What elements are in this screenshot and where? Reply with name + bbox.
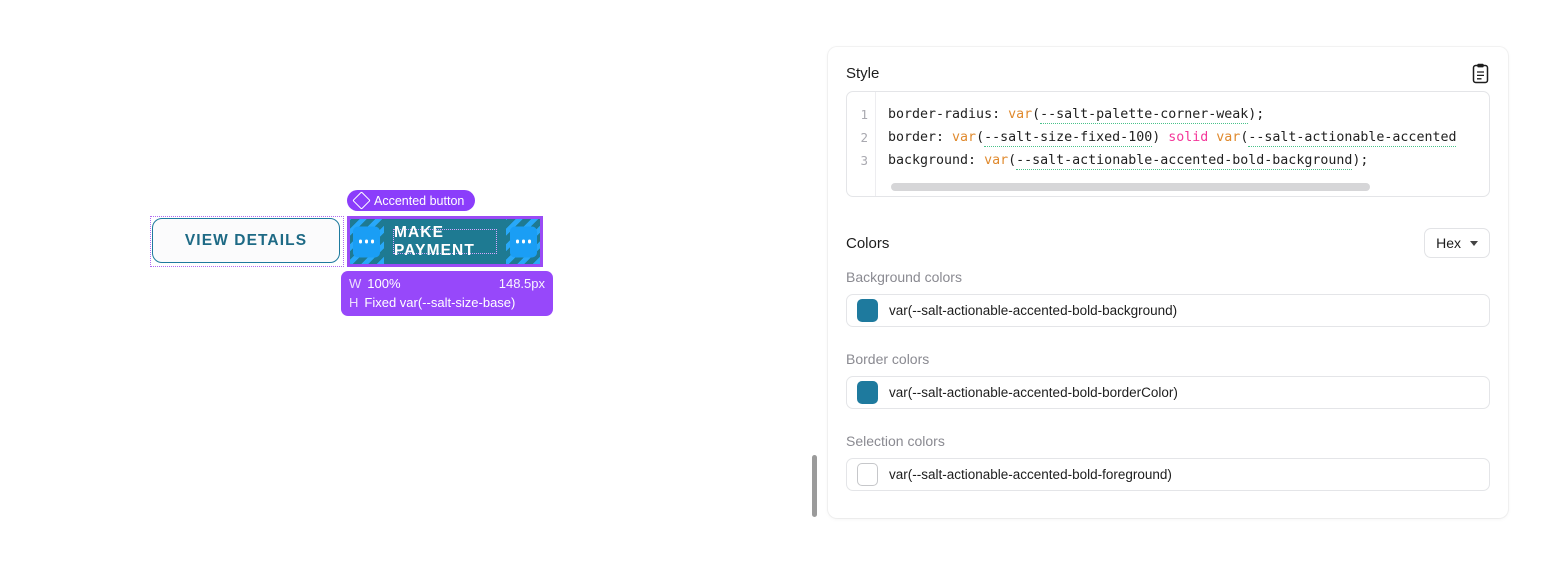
code-token: --salt-palette-corner-weak [1040, 107, 1249, 124]
color-group-border: Border colors var(--salt-actionable-acce… [846, 351, 1490, 409]
color-token-value: var(--salt-actionable-accented-bold-bord… [889, 385, 1178, 400]
make-payment-component[interactable]: MAKE PAYMENT [347, 216, 543, 267]
chevron-down-icon [1470, 240, 1478, 246]
code-token: ( [976, 130, 985, 145]
dimension-row-width: W 100% 148.5px [341, 274, 553, 293]
code-token: ) [1152, 130, 1169, 145]
code-line: background: var(--salt-actionable-accent… [888, 149, 1489, 172]
code-line-numbers: 1 2 3 [847, 92, 876, 196]
width-pixels: 148.5px [498, 276, 545, 291]
color-swatch[interactable] [857, 463, 878, 486]
code-token: ); [1248, 107, 1265, 122]
color-group-selection: Selection colors var(--salt-actionable-a… [846, 433, 1490, 491]
color-swatch[interactable] [857, 299, 878, 322]
color-group-label: Selection colors [846, 433, 945, 449]
diamond-component-icon [352, 191, 371, 210]
code-line-number: 3 [860, 153, 868, 168]
code-token: --salt-actionable-accented-bold-backgrou… [1016, 153, 1353, 170]
code-token: --salt-size-fixed-100 [984, 130, 1153, 147]
overflow-handle-right[interactable] [510, 226, 537, 257]
color-token-value: var(--salt-actionable-accented-bold-fore… [889, 467, 1172, 482]
color-token-value: var(--salt-actionable-accented-bold-back… [889, 303, 1178, 318]
height-value: Fixed var(--salt-size-base) [364, 295, 516, 310]
code-line: border: var(--salt-size-fixed-100) solid… [888, 126, 1489, 149]
color-group-label: Background colors [846, 269, 962, 285]
code-line: border-radius: var(--salt-palette-corner… [888, 103, 1489, 126]
view-details-button[interactable]: VIEW DETAILS [152, 218, 340, 263]
view-details-selection-outline: VIEW DETAILS [150, 216, 344, 267]
code-token: solid [1168, 130, 1209, 145]
dimension-row-height: H Fixed var(--salt-size-base) [341, 293, 553, 312]
dimension-tooltip: W 100% 148.5px H Fixed var(--salt-size-b… [341, 271, 553, 316]
code-token: border-radius: [888, 107, 1009, 122]
code-token: --salt-actionable-accented [1248, 130, 1457, 147]
code-horizontal-scrollbar[interactable] [877, 183, 1481, 191]
color-group-label: Border colors [846, 351, 930, 367]
color-format-value: Hex [1436, 235, 1461, 251]
colors-section-title: Colors [846, 234, 890, 252]
colors-section-header: Colors Hex [846, 227, 1490, 259]
code-token: ( [1240, 130, 1249, 145]
code-token: var [1216, 130, 1241, 145]
color-field-selection[interactable]: var(--salt-actionable-accented-bold-fore… [846, 458, 1490, 491]
color-field-background[interactable]: var(--salt-actionable-accented-bold-back… [846, 294, 1490, 327]
code-token: var [984, 153, 1009, 168]
style-section-header: Style [846, 61, 1490, 85]
color-format-select[interactable]: Hex [1424, 228, 1490, 258]
code-token: background: [888, 153, 985, 168]
code-line-number: 1 [860, 107, 868, 122]
component-name-badge[interactable]: Accented button [347, 190, 476, 211]
overflow-handle-left[interactable] [353, 226, 380, 257]
code-token: ( [1032, 107, 1041, 122]
width-key: W [349, 276, 362, 291]
code-token: ); [1352, 153, 1369, 168]
design-canvas[interactable]: VIEW DETAILS Accented button MAKE PAYMEN… [0, 0, 810, 564]
code-token: border: [888, 130, 953, 145]
panel-scrollbar-thumb[interactable] [812, 455, 817, 517]
style-section-title: Style [846, 64, 880, 82]
code-token: var [1008, 107, 1033, 122]
height-key: H [349, 295, 359, 310]
color-field-border[interactable]: var(--salt-actionable-accented-bold-bord… [846, 376, 1490, 409]
code-content[interactable]: border-radius: var(--salt-palette-corner… [876, 92, 1489, 196]
make-payment-button-label[interactable]: MAKE PAYMENT [393, 224, 497, 259]
code-token: ( [1008, 153, 1017, 168]
width-value: 100% [367, 276, 401, 291]
color-swatch[interactable] [857, 381, 878, 404]
code-line-number: 2 [860, 130, 868, 145]
code-horizontal-scrollbar-thumb[interactable] [891, 183, 1370, 191]
code-token: var [952, 130, 977, 145]
clipboard-icon[interactable] [1471, 63, 1490, 84]
component-name-label: Accented button [374, 193, 465, 208]
color-group-background: Background colors var(--salt-actionable-… [846, 269, 1490, 327]
